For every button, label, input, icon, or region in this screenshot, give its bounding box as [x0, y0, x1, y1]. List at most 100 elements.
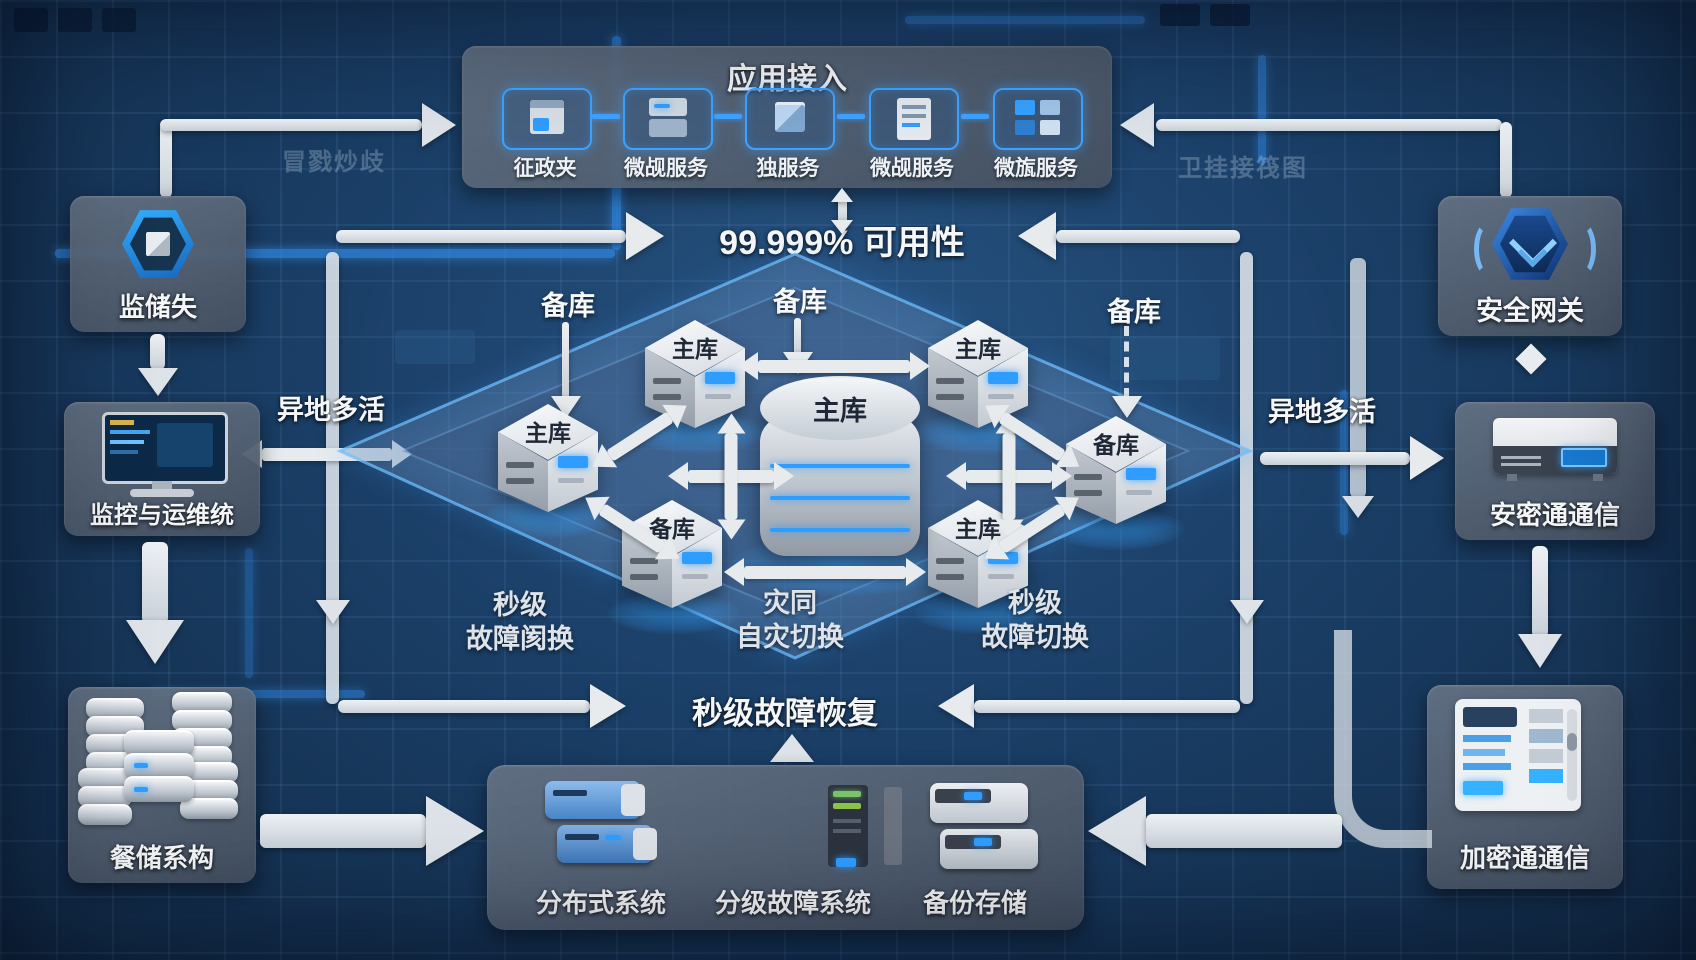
tower-slot — [833, 829, 861, 833]
arrow-bar-hub-to-monitoring — [150, 334, 165, 370]
grid-windows-icon — [1015, 100, 1061, 136]
cube-slot — [936, 558, 964, 564]
recovery-label: 秒级故障恢复 — [692, 696, 878, 731]
availability-arrow-bar-left — [336, 230, 626, 243]
monitor-base — [130, 489, 194, 497]
cylinder-stack-front — [124, 730, 194, 802]
cube-slot — [630, 558, 658, 564]
window-icon — [530, 100, 564, 134]
document-line — [902, 114, 926, 118]
app-item-label: 独服务 — [756, 157, 820, 180]
doc-block — [1529, 709, 1563, 723]
faint-background-text-left: 冒戮炒歧 — [282, 149, 386, 176]
tower-panel — [828, 785, 868, 867]
caption-line: 秒级 — [1008, 588, 1062, 618]
backup-storage-icon — [930, 783, 1038, 873]
cylinder-segment — [78, 804, 132, 825]
outer-pipe-right-arrowhead — [1342, 496, 1374, 518]
blue-server-unit — [545, 781, 645, 819]
replication-arrow-top — [738, 352, 930, 380]
recovery-arrowhead-left — [590, 684, 626, 728]
db-glow-ring — [770, 496, 910, 500]
cube-slot — [936, 574, 964, 580]
cylinder-stack — [180, 762, 238, 819]
pipe-left-vertical — [160, 122, 172, 198]
circuit-trace — [1258, 55, 1266, 165]
db-node-label: 备库 — [1093, 432, 1139, 458]
arrowhead-monitoring-to-storage — [126, 620, 184, 664]
server-led — [654, 104, 670, 108]
cylinder-segment — [180, 780, 238, 801]
monitor-hub-box: 监储失 — [70, 196, 246, 332]
cube-screen — [988, 372, 1018, 384]
loop-vertical-left — [326, 252, 339, 704]
feed-bar-left — [260, 814, 426, 848]
cylinder-stack — [78, 768, 132, 825]
cube-slot — [936, 394, 964, 400]
cylinder-segment — [124, 776, 194, 802]
connector-dash — [714, 114, 742, 119]
app-item-box — [993, 88, 1083, 150]
cube-slot — [506, 478, 534, 484]
background-tile — [58, 8, 92, 32]
server-icon — [649, 98, 687, 138]
encrypted-doc-icon — [1455, 699, 1581, 811]
feed-bar-right — [1146, 814, 1342, 848]
cylinder-segment — [124, 730, 194, 756]
standby-label-center: 备库 — [773, 287, 827, 317]
loop-left-down-arrowhead — [316, 600, 350, 624]
geo-active-label-left: 异地多活 — [277, 395, 385, 425]
caption-line: 灾同 — [763, 588, 817, 618]
circuit-trace — [150, 690, 365, 698]
standby-label-left: 备库 — [541, 291, 595, 321]
doc-block — [1529, 729, 1563, 743]
storage-system-label: 餐储系构 — [109, 843, 214, 873]
server-cap — [633, 828, 657, 860]
app-item-box — [745, 88, 835, 150]
cube-slot — [705, 394, 731, 399]
router-grill — [1501, 456, 1541, 459]
server-unit — [649, 119, 687, 137]
tower-side — [884, 787, 902, 865]
cube-slot — [653, 378, 681, 384]
window-titlebar — [530, 100, 564, 108]
arrow-into-banner-left — [422, 103, 456, 147]
server-led — [974, 838, 992, 846]
db-node-right: 备库 — [1066, 416, 1166, 534]
circuit-trace — [905, 16, 1145, 24]
tower-led-green — [833, 791, 861, 797]
cube-icon — [775, 102, 805, 132]
cube-screen — [682, 552, 712, 564]
router-foot — [1507, 474, 1517, 481]
feed-arrowhead-left — [426, 796, 484, 866]
caption-line: 秒级 — [493, 590, 547, 620]
arrow-bar-secure-to-encrypted — [1532, 546, 1548, 638]
arrowhead-hub-to-monitoring — [138, 368, 178, 396]
window-panel — [533, 118, 549, 131]
document-icon — [897, 98, 931, 140]
doc-line — [1463, 749, 1505, 756]
doc-block — [1529, 769, 1563, 783]
app-item-label: 微觇服务 — [624, 157, 708, 180]
cylinder-segment — [180, 762, 238, 783]
server-tower-icon — [822, 779, 910, 873]
geo-arrowhead-right — [1410, 436, 1444, 480]
encrypted-comm-label: 加密通通信 — [1459, 843, 1590, 873]
grid-cell — [1040, 100, 1060, 115]
availability-arrowhead-left — [626, 212, 664, 260]
router-foot — [1593, 474, 1603, 481]
server-led — [605, 835, 621, 840]
cube-slot — [988, 574, 1014, 579]
hexagon-cube-icon — [122, 210, 194, 278]
document-line — [902, 105, 926, 109]
geo-active-label-right: 异地多活 — [1268, 397, 1376, 427]
db-node-bottom-left: 备库 — [622, 500, 722, 618]
doc-line — [1463, 735, 1511, 742]
cube-slot — [558, 478, 584, 483]
primary-db-label: 主库 — [760, 376, 920, 440]
grid-cell — [1040, 120, 1060, 135]
app-item-label: 微旊服务 — [994, 157, 1078, 180]
screen-bar — [110, 430, 150, 434]
cube-slot — [936, 378, 964, 384]
availability-arrowhead-right — [1018, 212, 1056, 260]
